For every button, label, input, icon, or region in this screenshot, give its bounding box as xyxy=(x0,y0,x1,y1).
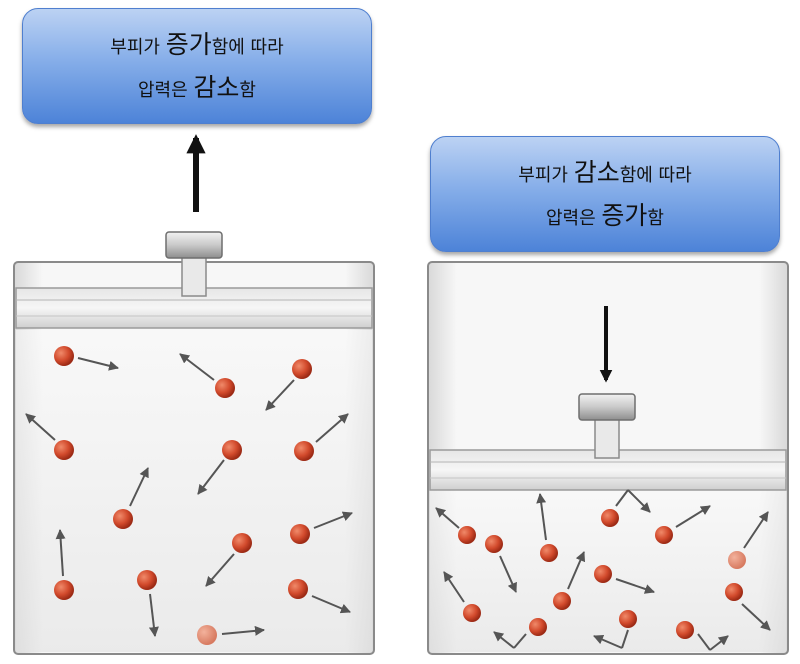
right-callout-box: 부피가 감소함에 따라 압력은 증가함 xyxy=(430,136,780,252)
motion-arrow xyxy=(148,593,159,637)
left-molecules xyxy=(25,346,353,645)
molecule xyxy=(54,580,74,600)
motion-arrow xyxy=(205,553,235,587)
left-line1-prefix: 부피가 xyxy=(110,37,166,58)
molecule xyxy=(725,583,743,601)
motion-arrow xyxy=(615,489,629,507)
left-callout-line2: 압력은 감소함 xyxy=(23,68,371,111)
left-line1-emphasis: 증가 xyxy=(165,30,212,59)
molecule xyxy=(137,570,157,590)
molecule xyxy=(215,378,235,398)
motion-arrow xyxy=(435,507,460,529)
molecule xyxy=(294,441,314,461)
right-piston-knob xyxy=(578,393,636,421)
left-piston-knob xyxy=(165,231,223,259)
left-callout-line1: 부피가 증가함에 따라 xyxy=(23,25,371,68)
motion-arrow xyxy=(311,595,351,614)
molecule xyxy=(728,551,746,569)
motion-arrow xyxy=(315,413,349,443)
motion-arrow xyxy=(615,578,655,594)
left-line2-suffix: 함 xyxy=(239,80,256,101)
right-callout-line2: 압력은 증가함 xyxy=(431,196,779,239)
motion-arrow xyxy=(627,489,651,513)
molecule xyxy=(619,610,637,628)
molecule xyxy=(676,621,694,639)
motion-arrow xyxy=(55,529,66,577)
right-line1-suffix: 함에 따라 xyxy=(619,165,692,186)
right-line2-prefix: 압력은 xyxy=(546,208,602,229)
left-line1-suffix: 함에 따라 xyxy=(211,37,284,58)
left-line2-prefix: 압력은 xyxy=(138,80,194,101)
motion-arrow xyxy=(697,633,711,651)
right-molecules xyxy=(435,489,771,651)
right-line1-emphasis: 감소 xyxy=(573,158,620,187)
molecule xyxy=(553,592,571,610)
right-piston-rod xyxy=(594,417,620,459)
motion-arrow xyxy=(593,634,623,649)
molecule xyxy=(601,509,619,527)
motion-arrow xyxy=(221,625,265,636)
molecule xyxy=(232,533,252,553)
motion-arrow xyxy=(129,467,149,507)
motion-arrow xyxy=(675,505,711,528)
left-callout-box: 부피가 증가함에 따라 압력은 감소함 xyxy=(22,8,372,124)
molecule xyxy=(288,579,308,599)
motion-arrow xyxy=(499,555,517,593)
motion-arrow xyxy=(77,357,119,371)
molecule xyxy=(222,440,242,460)
motion-arrow xyxy=(567,551,586,590)
motion-arrow xyxy=(25,413,56,441)
left-piston-rod xyxy=(181,255,207,297)
left-container xyxy=(13,231,375,655)
molecule xyxy=(529,618,547,636)
molecule xyxy=(594,565,612,583)
right-line1-prefix: 부피가 xyxy=(518,165,574,186)
molecule xyxy=(458,526,476,544)
right-line2-emphasis: 증가 xyxy=(601,201,648,230)
motion-arrow xyxy=(743,511,769,549)
motion-arrow xyxy=(443,571,465,603)
molecule xyxy=(54,346,74,366)
motion-arrow xyxy=(621,629,629,649)
motion-arrow xyxy=(741,603,771,631)
molecule xyxy=(463,604,481,622)
molecule xyxy=(485,535,503,553)
right-callout-line1: 부피가 감소함에 따라 xyxy=(431,153,779,196)
molecule xyxy=(113,509,133,529)
motion-arrow xyxy=(197,459,225,495)
molecule xyxy=(292,359,312,379)
motion-arrow xyxy=(709,635,729,651)
right-line2-suffix: 함 xyxy=(647,208,664,229)
motion-arrow xyxy=(265,379,295,411)
left-line2-emphasis: 감소 xyxy=(193,73,240,102)
motion-arrow xyxy=(313,511,353,529)
molecule xyxy=(540,544,558,562)
molecule xyxy=(290,524,310,544)
molecule xyxy=(655,526,673,544)
molecule xyxy=(54,440,74,460)
motion-arrow xyxy=(513,633,527,649)
motion-arrow xyxy=(179,353,215,381)
motion-arrow xyxy=(493,631,515,649)
motion-arrow xyxy=(536,493,547,541)
molecule xyxy=(197,625,217,645)
